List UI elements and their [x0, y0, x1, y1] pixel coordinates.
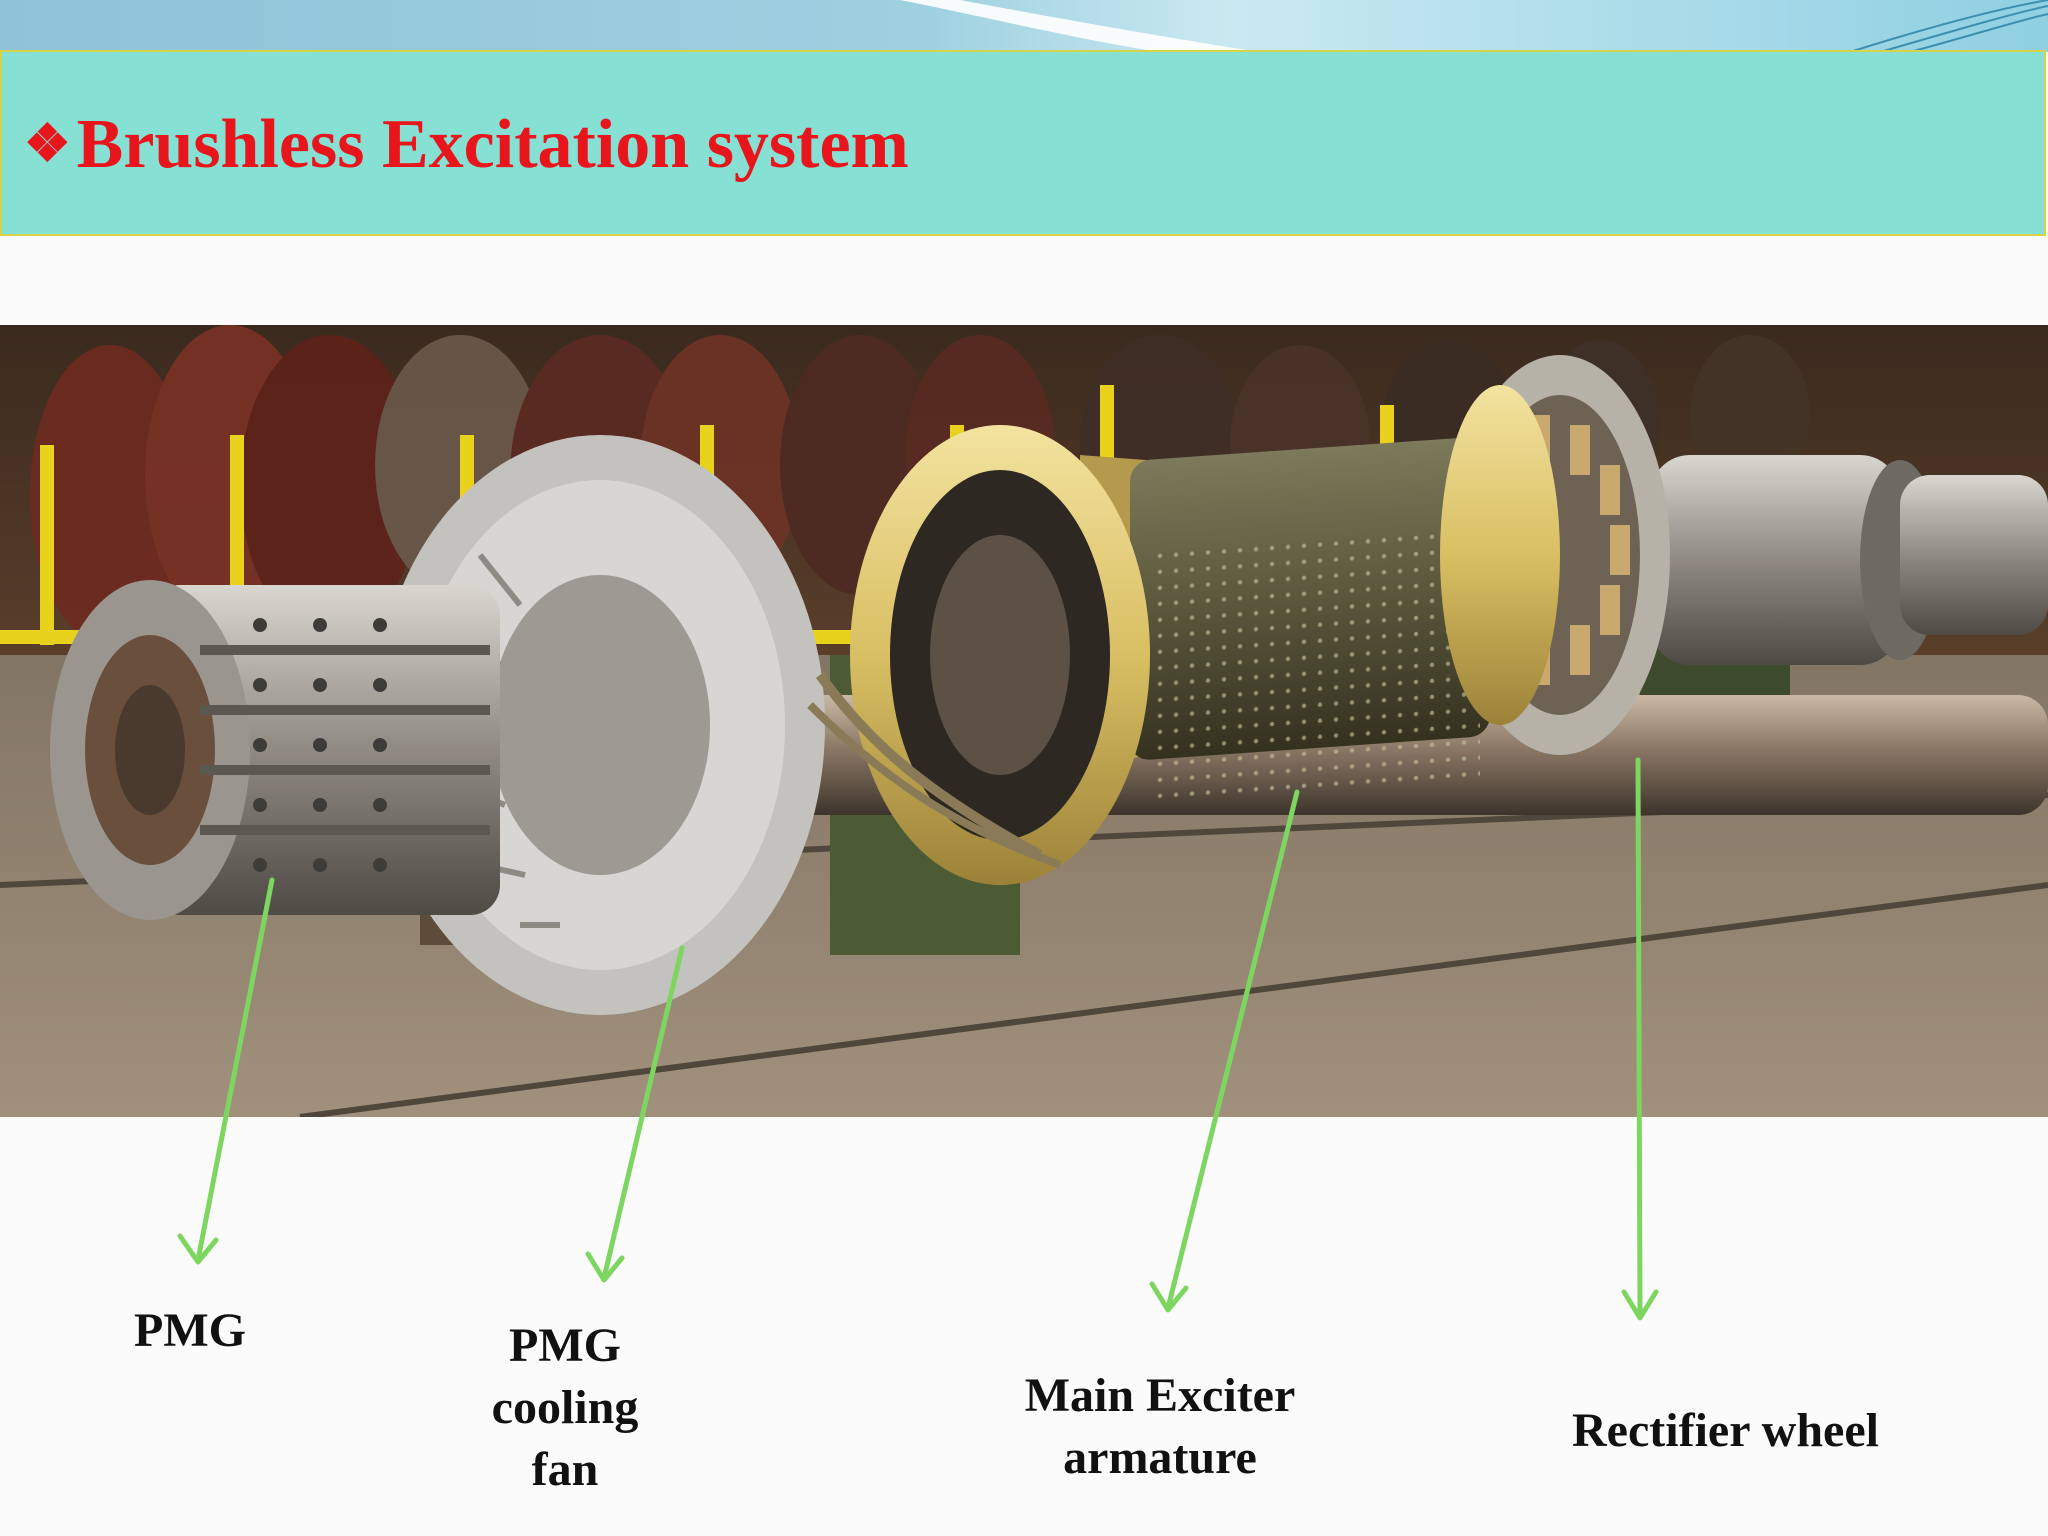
top-decoration: [0, 0, 2048, 52]
label-fan-line2: cooling: [491, 1381, 639, 1434]
generator-rotor-photo: [0, 325, 2048, 1117]
slide-title-text: Brushless Excitation system: [76, 106, 909, 183]
label-exciter-line2: armature: [1063, 1431, 1257, 1484]
label-main-exciter: Main Exciter armature: [1000, 1365, 1320, 1489]
label-rectifier-text: Rectifier wheel: [1572, 1404, 1879, 1457]
label-pmg: PMG: [134, 1300, 246, 1362]
label-pmg-text: PMG: [134, 1304, 246, 1357]
slide-title: ❖Brushless Excitation system: [24, 52, 909, 238]
label-pmg-cooling-fan: PMG cooling fan: [470, 1315, 660, 1501]
title-bar: [0, 50, 2046, 236]
label-rectifier-wheel: Rectifier wheel: [1572, 1400, 1879, 1462]
diamond-bullet-icon: ❖: [24, 116, 71, 173]
label-fan-line3: fan: [531, 1443, 599, 1496]
label-fan-line1: PMG: [509, 1319, 621, 1372]
label-exciter-line1: Main Exciter: [1024, 1369, 1296, 1422]
